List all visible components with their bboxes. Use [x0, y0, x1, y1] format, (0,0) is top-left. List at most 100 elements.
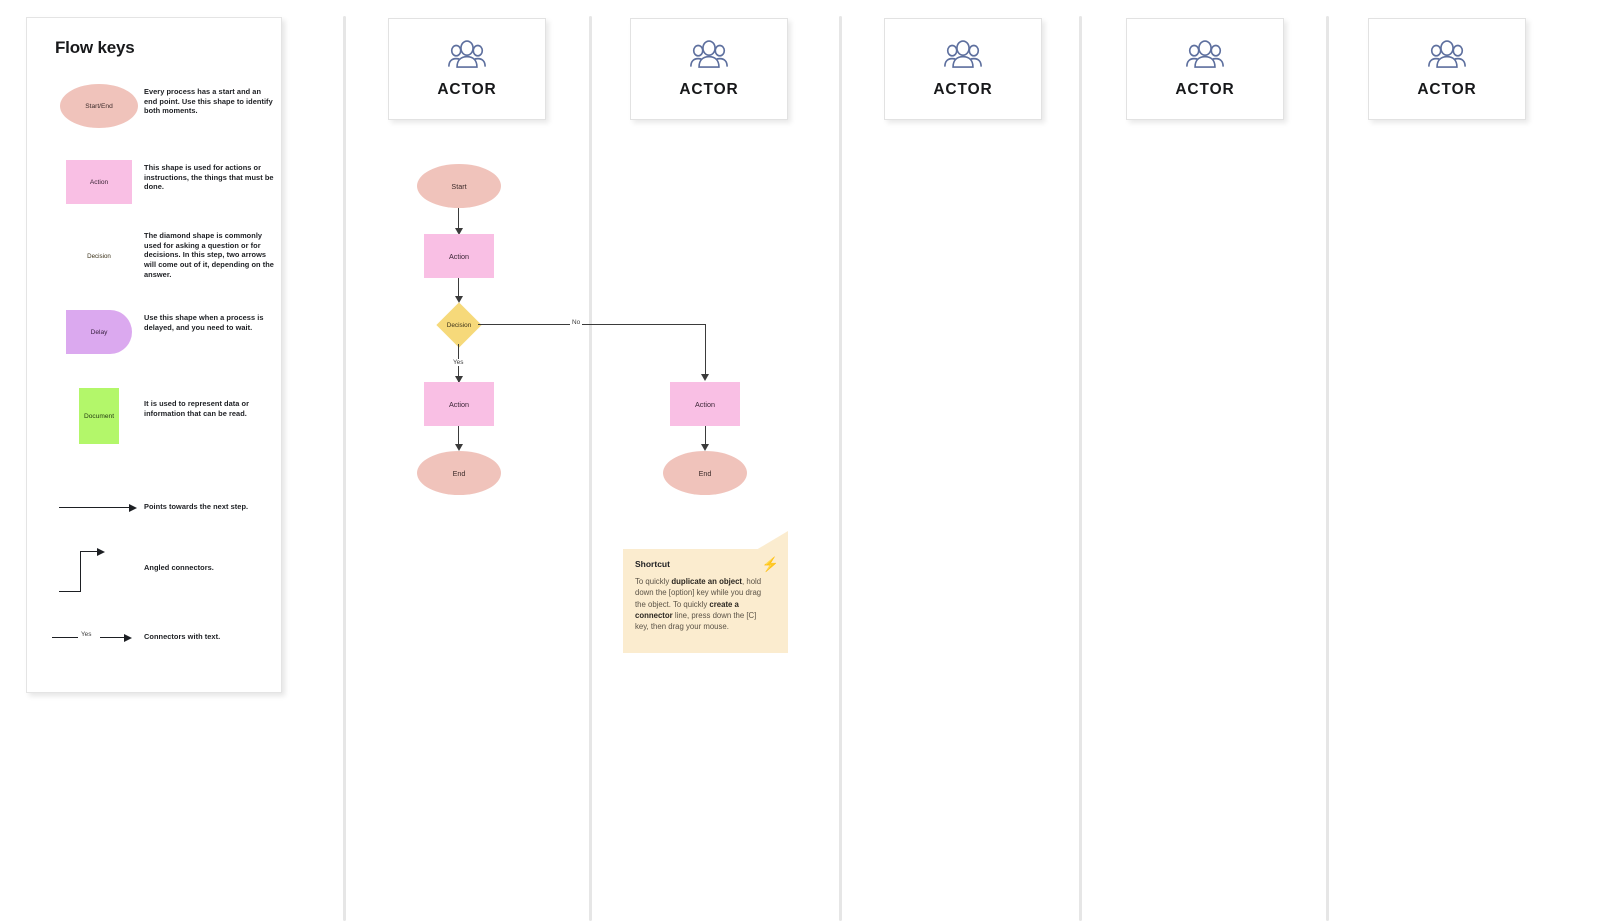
arrow-head-down — [455, 444, 463, 451]
legend-row-straight-connector[interactable]: Points towards the next step. — [27, 488, 283, 528]
connector-action-to-end — [458, 426, 460, 446]
arrow-head — [129, 503, 137, 512]
shape-document: Document — [79, 388, 119, 444]
flow-node-start[interactable]: Start — [417, 164, 501, 208]
connector-action-to-decision — [458, 278, 460, 299]
node-label: Decision — [446, 321, 472, 329]
shape-decision: Decision — [75, 232, 123, 280]
legend-row-decision[interactable]: Decision The diamond shape is commonly u… — [27, 224, 283, 288]
arrow-head-down — [455, 376, 463, 383]
arrow-head-down — [701, 374, 709, 381]
connector-decision-no-vertical — [705, 324, 707, 376]
legend-row-document[interactable]: Document It is used to represent data or… — [27, 380, 283, 452]
flow-node-end-1[interactable]: End — [417, 451, 501, 495]
lane-divider-2 — [589, 16, 592, 921]
arrow-head — [124, 633, 132, 642]
legend-description: Use this shape when a process is delayed… — [144, 313, 264, 332]
note-title: Shortcut — [635, 559, 670, 569]
flow-node-action-2[interactable]: Action — [424, 382, 494, 426]
node-label: End — [452, 468, 466, 478]
shape-start-end: Start/End — [60, 84, 138, 128]
connector-text-label: Yes — [81, 631, 92, 638]
legend-title: Flow keys — [55, 38, 135, 57]
shape-delay: Delay — [66, 310, 132, 354]
arrow-line — [59, 507, 131, 509]
legend-shape-cell — [49, 536, 149, 602]
straight-arrow-icon — [59, 502, 139, 514]
lane-divider-5 — [1326, 16, 1329, 921]
arrow-head-down — [455, 296, 463, 303]
actor-card-3[interactable]: ACTOR — [884, 18, 1042, 120]
angled-arrow-icon — [59, 546, 139, 592]
legend-shape-cell: Delay — [49, 302, 149, 362]
flow-node-action-1[interactable]: Action — [424, 234, 494, 278]
arrow-segment-left — [52, 637, 78, 639]
connector-action-to-end-2 — [705, 426, 707, 446]
connector-decision-no-horizontal — [478, 324, 706, 326]
legend-shape-cell: Start/End — [49, 76, 149, 136]
legend-description: The diamond shape is commonly used for a… — [144, 231, 274, 279]
flow-node-end-2[interactable]: End — [663, 451, 747, 495]
node-label: Action — [449, 399, 469, 409]
people-group-icon — [1428, 39, 1466, 75]
arrow-head-down — [701, 444, 709, 451]
actor-label: ACTOR — [933, 80, 993, 98]
legend-description: Angled connectors. — [144, 563, 214, 572]
shape-label: Delay — [90, 328, 108, 336]
edge-label-yes: Yes — [451, 359, 466, 366]
arrow-head — [97, 547, 105, 556]
legend-row-start-end[interactable]: Start/End Every process has a start and … — [27, 76, 283, 136]
people-group-icon — [448, 39, 486, 75]
actor-card-1[interactable]: ACTOR — [388, 18, 546, 120]
actor-label: ACTOR — [679, 80, 739, 98]
legend-row-angled-connector[interactable]: Angled connectors. — [27, 536, 283, 602]
lightning-bolt-icon: ⚡ — [761, 556, 779, 572]
node-label: Action — [449, 251, 469, 261]
lane-divider-4 — [1079, 16, 1082, 921]
flow-node-decision[interactable]: Decision — [436, 302, 482, 348]
legend-shape-cell: Action — [49, 152, 149, 212]
actor-card-2[interactable]: ACTOR — [630, 18, 788, 120]
labeled-arrow-icon: Yes — [52, 631, 138, 645]
node-label: End — [698, 468, 712, 478]
shape-label: Decision — [87, 252, 111, 260]
lane-divider-3 — [839, 16, 842, 921]
shape-label: Action — [89, 178, 109, 186]
legend-row-action[interactable]: Action This shape is used for actions or… — [27, 152, 283, 212]
shape-label: Document — [83, 412, 115, 420]
actor-label: ACTOR — [1417, 80, 1477, 98]
shortcut-note[interactable]: Shortcut ⚡ To quickly duplicate an objec… — [623, 549, 788, 653]
actor-label: ACTOR — [437, 80, 497, 98]
legend-row-labeled-connector[interactable]: Yes Connectors with text. — [27, 618, 283, 658]
node-label: Start — [451, 181, 467, 191]
legend-description: This shape is used for actions or instru… — [144, 163, 274, 192]
actor-card-5[interactable]: ACTOR — [1368, 18, 1526, 120]
flow-keys-legend-panel[interactable]: Flow keys Start/End Every process has a … — [26, 17, 282, 693]
actor-card-4[interactable]: ACTOR — [1126, 18, 1284, 120]
legend-row-delay[interactable]: Delay Use this shape when a process is d… — [27, 302, 283, 362]
shape-label: Start/End — [85, 102, 113, 110]
arrow-segment-bottom — [59, 590, 81, 592]
legend-description: It is used to represent data or informat… — [144, 399, 250, 418]
edge-label-no: No — [570, 319, 583, 326]
shape-action: Action — [66, 160, 132, 204]
people-group-icon — [1186, 39, 1224, 75]
arrow-segment-top — [80, 551, 100, 553]
legend-shape-cell: Document — [49, 380, 149, 452]
node-label: Action — [695, 399, 715, 409]
legend-description: Points towards the next step. — [144, 502, 249, 511]
legend-shape-cell: Decision — [49, 224, 149, 288]
flow-node-action-3[interactable]: Action — [670, 382, 740, 426]
note-tail — [756, 531, 788, 550]
legend-description: Connectors with text. — [144, 632, 221, 641]
legend-shape-cell — [49, 488, 149, 528]
arrow-segment-vertical — [80, 552, 82, 592]
arrow-segment-right — [100, 637, 126, 639]
connector-start-to-action — [458, 208, 460, 230]
lane-divider-1 — [343, 16, 346, 921]
arrow-head-down — [455, 228, 463, 235]
people-group-icon — [944, 39, 982, 75]
legend-description: Every process has a start and an end poi… — [144, 87, 273, 116]
legend-shape-cell: Yes — [45, 618, 145, 658]
